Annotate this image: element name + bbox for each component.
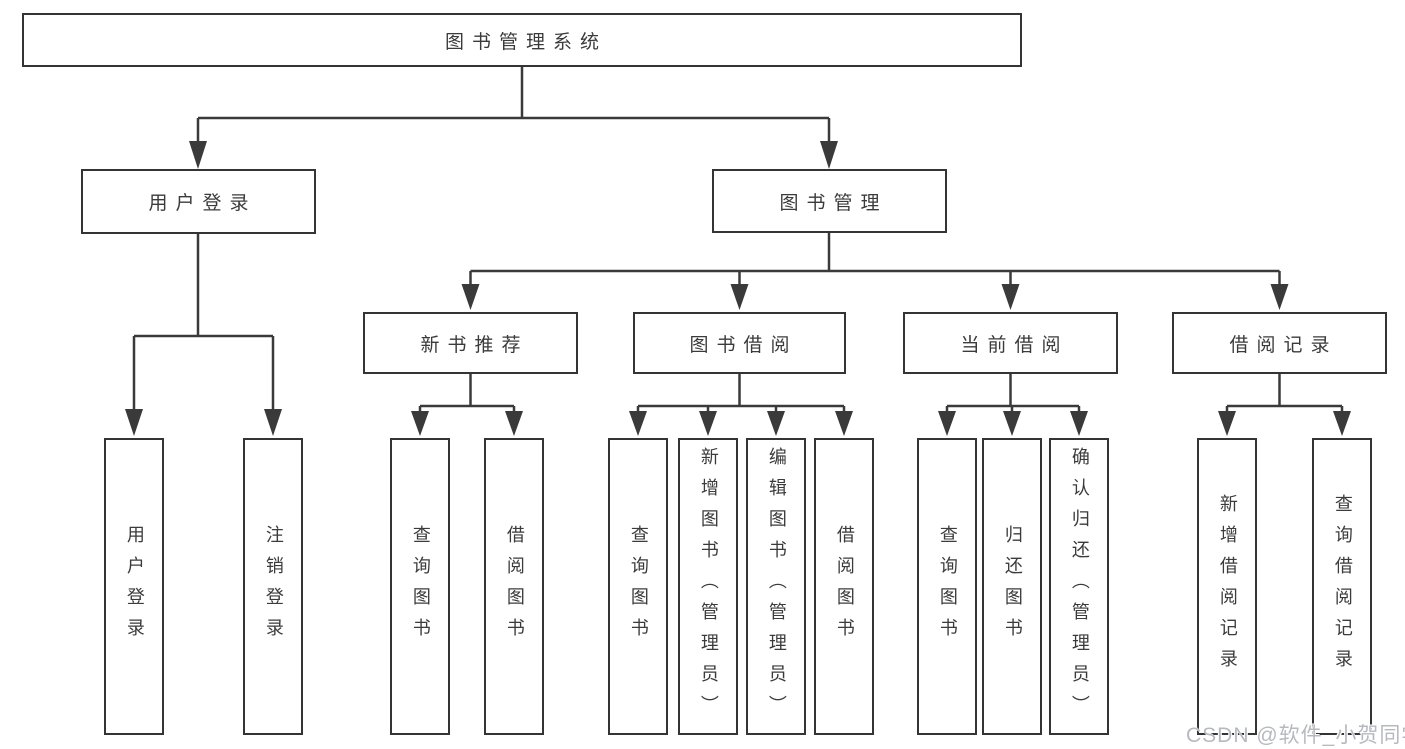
- connector-borrow-record-to-leaves: [1225, 374, 1344, 413]
- node-root-label: 图书管理系统: [444, 31, 607, 53]
- node-leaf-borrow-edit-label: 编辑图书（管理员）: [766, 447, 787, 726]
- node-new-book-recommend: 新书推荐: [363, 312, 578, 374]
- node-leaf-borrow-query: 查询图书: [608, 438, 668, 735]
- arrowhead-icons: [125, 141, 1351, 436]
- node-leaf-borrow-borrow-label: 借阅图书: [834, 524, 855, 649]
- node-leaf-user-login: 用户登录: [104, 438, 164, 735]
- node-leaf-borrow-add: 新增图书（管理员）: [678, 438, 738, 735]
- node-leaf-borrow-query-label: 查询图书: [628, 524, 649, 649]
- node-new-book-recommend-label: 新书推荐: [420, 334, 529, 356]
- node-leaf-newbook-borrow-label: 借阅图书: [504, 524, 525, 649]
- node-user-login-label: 用户登录: [148, 193, 257, 214]
- node-leaf-borrow-add-label: 新增图书（管理员）: [698, 447, 719, 726]
- connector-book-borrow-to-leaves: [636, 374, 846, 413]
- node-leaf-newbook-query-label: 查询图书: [410, 524, 431, 649]
- connector-user-login-to-leaves: [132, 234, 275, 411]
- connector-current-borrow-to-leaves: [945, 374, 1081, 413]
- node-leaf-current-confirm-label: 确认归还（管理员）: [1069, 447, 1090, 726]
- node-root: 图书管理系统: [22, 13, 1022, 67]
- node-leaf-record-add-label: 新增借阅记录: [1217, 493, 1238, 680]
- node-leaf-newbook-query: 查询图书: [390, 438, 450, 735]
- node-leaf-current-return: 归还图书: [982, 438, 1042, 735]
- node-leaf-borrow-borrow: 借阅图书: [814, 438, 874, 735]
- node-leaf-current-query-label: 查询图书: [937, 524, 958, 649]
- node-leaf-record-query: 查询借阅记录: [1312, 438, 1372, 735]
- node-leaf-newbook-borrow: 借阅图书: [484, 438, 544, 735]
- node-leaf-record-query-label: 查询借阅记录: [1332, 493, 1353, 680]
- connector-book-mgmt-to-level3: [469, 233, 1281, 286]
- node-borrow-record-label: 借阅记录: [1229, 334, 1338, 356]
- node-leaf-borrow-edit: 编辑图书（管理员）: [746, 438, 806, 735]
- node-leaf-logout: 注销登录: [243, 438, 303, 735]
- node-current-borrow: 当前借阅: [903, 312, 1118, 374]
- node-borrow-record: 借阅记录: [1172, 312, 1387, 374]
- node-leaf-record-add: 新增借阅记录: [1197, 438, 1257, 735]
- node-book-management: 图书管理: [712, 169, 947, 233]
- node-leaf-current-query: 查询图书: [917, 438, 977, 735]
- node-book-borrow-label: 图书借阅: [689, 334, 798, 356]
- connector-new-book-to-leaves: [418, 374, 516, 413]
- node-book-management-label: 图书管理: [779, 192, 888, 214]
- connector-root-to-level2: [196, 67, 831, 143]
- node-leaf-current-return-label: 归还图书: [1002, 524, 1023, 649]
- node-book-borrow: 图书借阅: [633, 312, 846, 374]
- node-user-login: 用户登录: [81, 169, 316, 234]
- watermark-text: CSDN @软件_小贺同学: [1186, 724, 1405, 747]
- node-current-borrow-label: 当前借阅: [960, 334, 1069, 356]
- node-leaf-user-login-label: 用户登录: [124, 524, 145, 649]
- node-leaf-logout-label: 注销登录: [263, 524, 284, 649]
- node-leaf-current-confirm: 确认归还（管理员）: [1049, 438, 1109, 735]
